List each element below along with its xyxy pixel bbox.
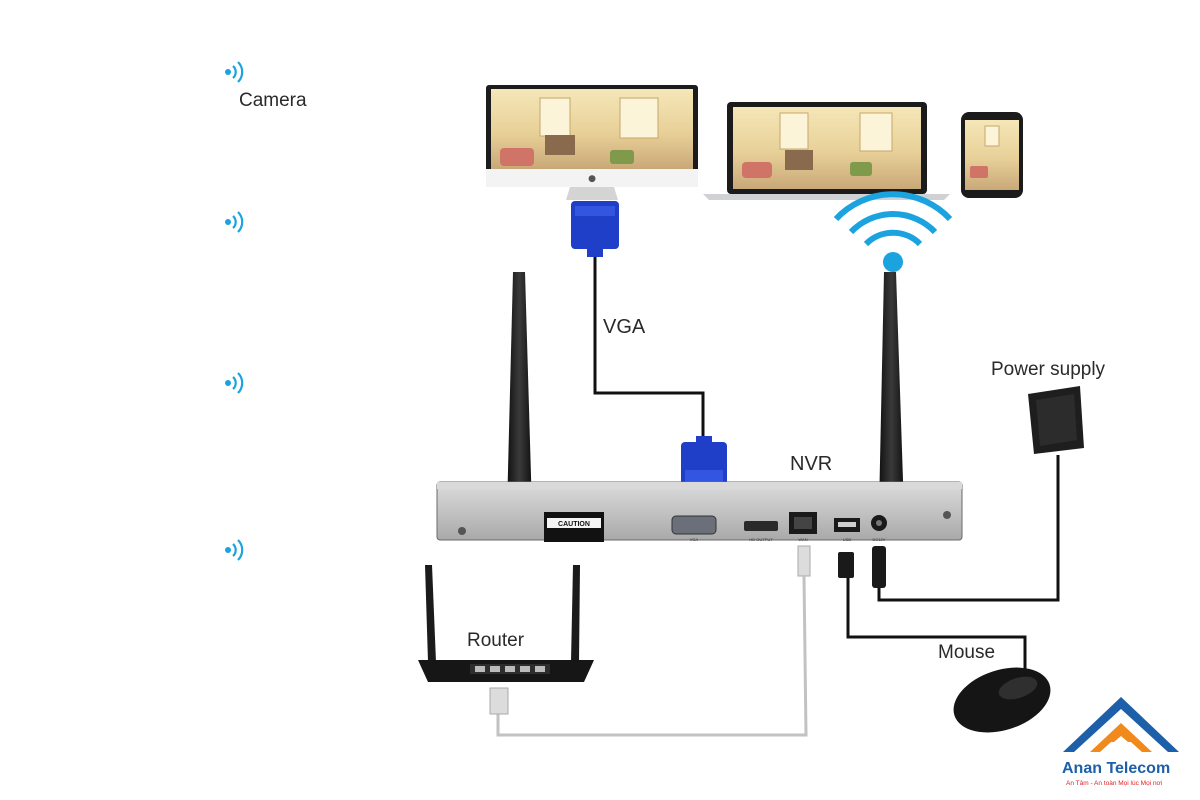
wifi-signal-icon (225, 372, 244, 394)
brand-logo: Anan Telecom An Tâm - An toàn Mọi lúc Mọ… (1062, 697, 1179, 787)
nvr-antenna-left (507, 272, 532, 510)
wifi-icon (833, 191, 953, 272)
wifi-signal-icon (225, 61, 244, 83)
laptop (703, 102, 950, 200)
desktop-monitor: ● (486, 85, 698, 200)
power-supply (1028, 386, 1084, 454)
caution-label: CAUTION (558, 521, 590, 528)
vga-label: VGA (603, 316, 646, 338)
mouse (953, 667, 1051, 733)
nvr-antenna-right (879, 272, 904, 510)
nvr-port-hd-output: HD OUTPUT (749, 537, 773, 542)
wifi-signal-icon (225, 539, 244, 561)
smartphone (961, 112, 1023, 198)
router-label: Router (467, 630, 525, 651)
mouse-label: Mouse (938, 642, 995, 663)
nvr-port-dc: DC12V (873, 537, 886, 542)
nvr-port-vga: VGA (690, 537, 699, 542)
power-cable (872, 455, 1060, 602)
network-cable (489, 545, 811, 737)
wifi-signal-icon (225, 211, 244, 233)
usb-cable (838, 552, 1027, 670)
vga-cable (571, 201, 727, 486)
router (418, 565, 594, 682)
camera-label: Camera (239, 90, 307, 111)
apple-logo-icon: ● (588, 174, 596, 184)
brand-tagline: An Tâm - An toàn Mọi lúc Mọi nơi (1066, 780, 1162, 787)
nvr-label: NVR (790, 453, 832, 475)
brand-name: Anan Telecom (1062, 760, 1170, 777)
power-supply-label: Power supply (991, 359, 1106, 380)
nvr-port-usb: USB (843, 537, 852, 542)
nvr-unit: CAUTION VGA HD OUTPUT WAN USB DC12V (436, 481, 963, 542)
nvr-port-wan: WAN (798, 537, 807, 542)
